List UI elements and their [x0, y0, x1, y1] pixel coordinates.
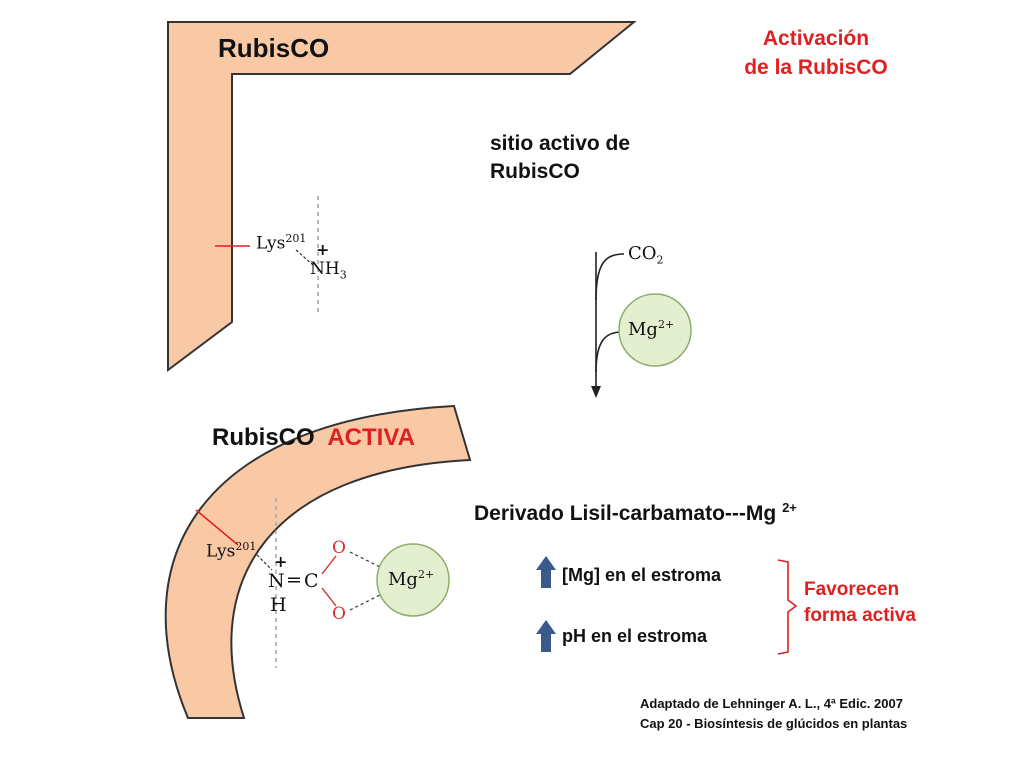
active-lys-n-dash [256, 554, 273, 571]
mg-label: Mg2+ [628, 318, 674, 340]
o-mg-dash-bottom [349, 591, 387, 611]
derivative-text: Derivado Lisil-carbamato---Mg [474, 502, 777, 525]
lys-superscript: 201 [285, 232, 307, 245]
active-mg-text: Mg [388, 569, 418, 590]
derivative-label: Derivado Lisil-carbamato---Mg 2+ [474, 500, 797, 526]
up-arrow-icon [536, 620, 556, 652]
carbon-label: C [304, 570, 319, 592]
mg-circle [618, 293, 692, 367]
active-site-line-2: RubisCO [490, 160, 580, 183]
nitrogen-label: N [268, 570, 285, 592]
co2-curved-arrow [595, 253, 625, 301]
active-site-label: sitio activo de RubisCO [490, 130, 630, 186]
mg-charge: 2+ [657, 318, 675, 331]
inactive-enzyme-label: RubisCO [218, 33, 330, 63]
citation-line-1: Adaptado de Lehninger A. L., 4ª Edic. 20… [640, 696, 903, 711]
o-mg-dash-top [349, 551, 387, 571]
down-arrow-head [591, 386, 601, 398]
active-enzyme-shape [164, 404, 472, 719]
citation: Adaptado de Lehninger A. L., 4ª Edic. 20… [640, 694, 907, 734]
active-site-line-1: sitio activo de [490, 132, 631, 155]
lys-nh3-dash [295, 249, 314, 266]
favor-line-1: Favorecen [804, 579, 900, 600]
oxygen-bottom-label: O [332, 604, 346, 624]
title-line-2: de la RubisCO [744, 56, 888, 79]
citation-line-2: Cap 20 - Biosíntesis de glúcidos en plan… [640, 716, 908, 731]
nh3-label: NH3 [310, 259, 347, 281]
active-mg-circle [376, 543, 450, 617]
active-charge: + [274, 552, 288, 571]
inactive-enzyme-shape [167, 21, 637, 372]
mg-text: Mg [628, 319, 658, 340]
active-lys-text: Lys [206, 541, 236, 562]
co2-subscript: 2 [656, 253, 664, 267]
page-title: Activación de la RubisCO [716, 24, 916, 82]
favor-label: Favorecen forma activa [804, 577, 916, 629]
condition-mg: [Mg] en el estroma [562, 565, 722, 585]
active-enzyme-label: RubisCO ACTIVA [212, 424, 415, 452]
title-line-1: Activación [762, 27, 870, 50]
active-mg-label: Mg2+ [388, 568, 434, 590]
favor-line-2: forma activa [804, 605, 916, 626]
active-lys-superscript: 201 [235, 540, 257, 553]
active-lys-marker-line [195, 509, 239, 546]
active-mg-charge: 2+ [417, 568, 435, 581]
active-status: ACTIVA [327, 424, 415, 451]
active-lys-label: Lys201 [206, 540, 256, 562]
c-o-top-bond [321, 555, 337, 575]
lys-text: Lys [256, 233, 286, 254]
nh3-text: NH [310, 259, 340, 279]
co2-label: CO2 [628, 243, 664, 267]
derivative-superscript: 2+ [782, 500, 797, 515]
condition-ph: pH en el estroma [562, 626, 708, 646]
nh3-charge: + [316, 240, 330, 259]
c-o-bottom-bond [321, 587, 337, 607]
co2-text: CO [628, 243, 657, 264]
double-bond: = [286, 569, 302, 591]
oxygen-top-label: O [332, 538, 346, 558]
mg-curved-arrow [595, 331, 623, 373]
condition-bracket [777, 559, 798, 655]
up-arrow-icon [536, 556, 556, 588]
hydrogen-label: H [270, 594, 287, 616]
nh3-subscript: 3 [339, 268, 347, 282]
lys-label: Lys201 [256, 232, 306, 254]
active-enzyme-name: RubisCO [212, 424, 315, 451]
